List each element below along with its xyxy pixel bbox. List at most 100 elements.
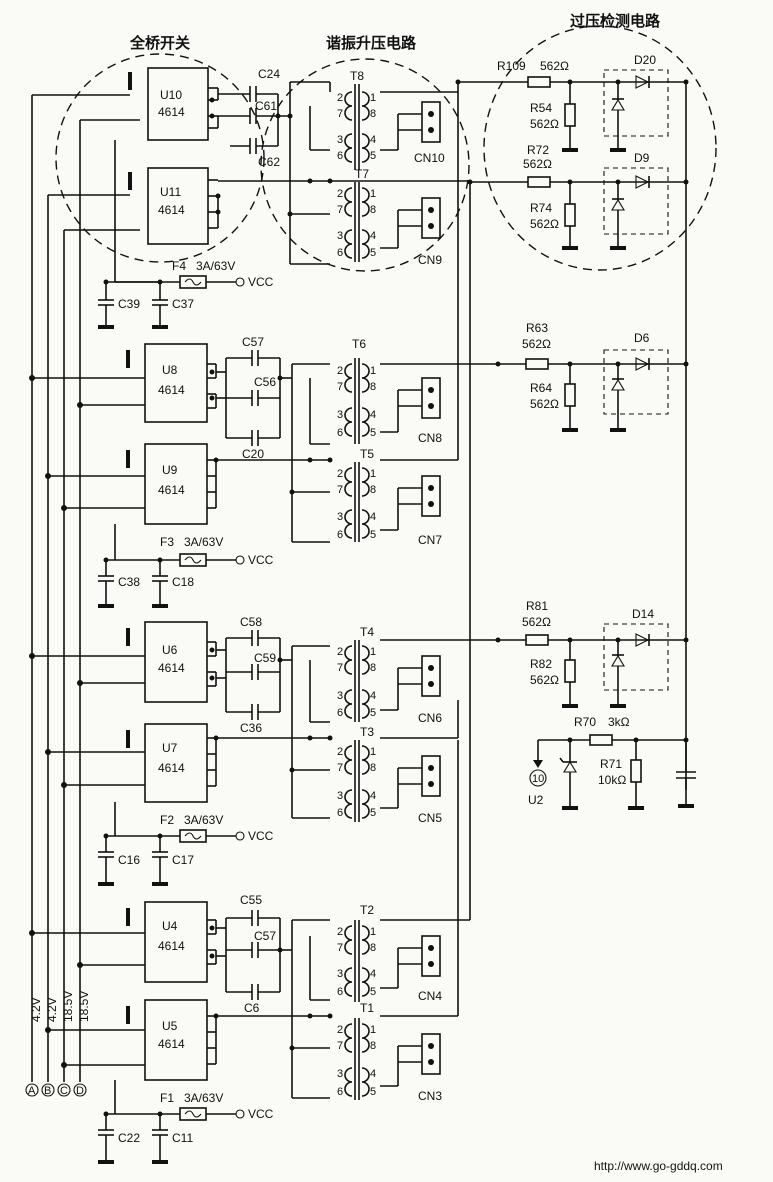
svg-text:R71: R71 (600, 757, 622, 771)
svg-text:7: 7 (337, 108, 343, 120)
svg-text:U2: U2 (528, 793, 544, 807)
svg-text:4614: 4614 (158, 761, 185, 775)
svg-text:5: 5 (370, 986, 376, 998)
svg-text:4614: 4614 (158, 483, 185, 497)
svg-text:562Ω: 562Ω (530, 397, 559, 411)
svg-text:F1: F1 (160, 1091, 174, 1105)
svg-text:U4: U4 (162, 919, 178, 933)
svg-text:C37: C37 (172, 297, 194, 311)
svg-text:4614: 4614 (158, 383, 185, 397)
svg-text:1: 1 (370, 92, 376, 104)
stage-4: U4 4614 C55 C57 C6 T2 2 7 3 6 1 8 4 5 CN… (98, 740, 470, 1164)
vcc-label: VCC (248, 275, 274, 289)
svg-text:4: 4 (370, 790, 376, 802)
chip-part: 4614 (158, 203, 185, 217)
svg-text:8: 8 (370, 204, 376, 216)
region-bridge-switch (55, 53, 265, 263)
region-resonant-boost (260, 58, 470, 272)
svg-text:F3: F3 (160, 535, 174, 549)
svg-text:6: 6 (337, 1086, 343, 1098)
svg-text:R70: R70 (574, 715, 596, 729)
svg-text:7: 7 (337, 484, 343, 496)
rail-b-voltage: 4.2V (45, 997, 59, 1022)
rail-b-letter: B (44, 1085, 51, 1097)
svg-text:VCC: VCC (248, 553, 274, 567)
svg-text:8: 8 (370, 762, 376, 774)
svg-text:CN8: CN8 (418, 431, 442, 445)
svg-text:C61: C61 (255, 99, 277, 113)
svg-text:4614: 4614 (158, 661, 185, 675)
svg-text:D6: D6 (634, 331, 650, 345)
svg-text:3: 3 (337, 968, 343, 980)
svg-text:1: 1 (370, 365, 376, 377)
svg-text:C16: C16 (118, 853, 140, 867)
detect-2: R63 562Ω R64 562Ω D6 (495, 321, 689, 432)
detect-3: R81 562Ω R82 562Ω D14 R70 3kΩ R71 10kΩ 1… (495, 599, 696, 810)
detect-1: R109 562Ω R54 562Ω D20 R72 562Ω R74 562Ω… (455, 53, 689, 250)
svg-text:R54: R54 (530, 101, 552, 115)
svg-text:6: 6 (337, 807, 343, 819)
svg-text:3: 3 (337, 511, 343, 523)
region-overvoltage-detect (483, 25, 717, 271)
svg-text:8: 8 (370, 484, 376, 496)
svg-text:T5: T5 (360, 447, 374, 461)
svg-text:T4: T4 (360, 625, 374, 639)
chip-ref: U10 (160, 88, 182, 102)
svg-text:C62: C62 (258, 155, 280, 169)
svg-text:C22: C22 (118, 1131, 140, 1145)
svg-text:7: 7 (337, 381, 343, 393)
svg-text:U8: U8 (162, 363, 178, 377)
svg-text:2: 2 (337, 188, 343, 200)
svg-text:C55: C55 (240, 893, 262, 907)
svg-text:5: 5 (370, 247, 376, 259)
rail-d-letter: D (76, 1085, 84, 1097)
svg-text:8: 8 (370, 381, 376, 393)
svg-text:3: 3 (337, 134, 343, 146)
rail-a-voltage: 4.2V (29, 997, 43, 1022)
stage-3: U6 4614 C58 C59 C36 T4 2 7 3 6 1 8 4 5 C… (98, 615, 498, 886)
svg-text:4614: 4614 (158, 1037, 185, 1051)
svg-text:6: 6 (337, 986, 343, 998)
svg-text:C57: C57 (254, 929, 276, 943)
svg-text:VCC: VCC (248, 829, 274, 843)
svg-text:R74: R74 (530, 201, 552, 215)
fuse-label: F4 (172, 259, 186, 273)
svg-text:562Ω: 562Ω (530, 117, 559, 131)
svg-text:4: 4 (370, 511, 376, 523)
svg-text:4: 4 (370, 230, 376, 242)
svg-text:4614: 4614 (158, 939, 185, 953)
svg-text:3A/63V: 3A/63V (184, 813, 223, 827)
svg-text:5: 5 (370, 150, 376, 162)
svg-text:562Ω: 562Ω (523, 157, 552, 171)
svg-text:CN7: CN7 (418, 533, 442, 547)
svg-text:5: 5 (370, 807, 376, 819)
svg-text:1: 1 (370, 1024, 376, 1036)
svg-text:7: 7 (337, 204, 343, 216)
svg-text:3A/63V: 3A/63V (184, 535, 223, 549)
svg-text:C6: C6 (244, 1001, 260, 1015)
svg-text:C20: C20 (242, 447, 264, 461)
svg-text:10kΩ: 10kΩ (598, 773, 626, 787)
chip-part: 4614 (158, 105, 185, 119)
svg-text:CN3: CN3 (418, 1089, 442, 1103)
svg-text:4: 4 (370, 409, 376, 421)
svg-text:6: 6 (337, 707, 343, 719)
header-bridge-switch: 全桥开关 (129, 34, 190, 52)
svg-text:5: 5 (370, 427, 376, 439)
svg-text:D14: D14 (632, 607, 654, 621)
svg-text:7: 7 (337, 1040, 343, 1052)
svg-text:8: 8 (370, 942, 376, 954)
svg-text:C56: C56 (254, 375, 276, 389)
svg-text:2: 2 (337, 746, 343, 758)
svg-text:1: 1 (370, 188, 376, 200)
svg-text:5: 5 (370, 707, 376, 719)
svg-text:3: 3 (337, 790, 343, 802)
svg-text:VCC: VCC (248, 1107, 274, 1121)
svg-text:8: 8 (370, 1040, 376, 1052)
svg-text:C39: C39 (118, 297, 140, 311)
fuse-rating: 3A/63V (196, 259, 235, 273)
svg-text:6: 6 (337, 529, 343, 541)
svg-text:3A/63V: 3A/63V (184, 1091, 223, 1105)
svg-text:R64: R64 (530, 381, 552, 395)
